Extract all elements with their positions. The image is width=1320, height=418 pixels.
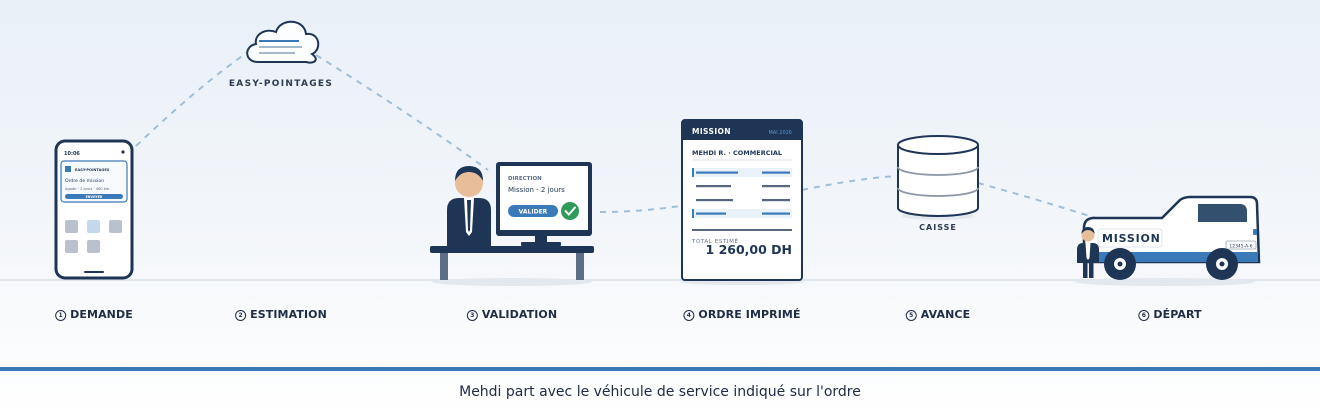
phone-app-name: EASY-POINTAGES (75, 168, 110, 172)
phone: 10:06 EASY-POINTAGES Ordre de mission Ag… (54, 139, 134, 280)
phone-send-label: ENVOYER (86, 195, 103, 199)
monitor-header: DIRECTION (508, 176, 542, 182)
monitor-subtitle: Mission - 2 jours (508, 186, 565, 194)
cloud-label: EASY-POINTAGES (229, 79, 333, 89)
progress-bar (0, 367, 1320, 371)
step-label: DEMANDE (70, 308, 133, 321)
cash-label: CAISSE (919, 223, 957, 232)
order-total-label: TOTAL ESTIMÉ (691, 237, 739, 245)
phone-app-grid (65, 220, 122, 253)
connection-path (135, 51, 1103, 221)
car-mission-label: MISSION (1102, 232, 1161, 245)
connector-cloud-desk (315, 54, 489, 171)
order-total: 1 260,00 DH (706, 242, 792, 257)
driver-person (1077, 227, 1099, 278)
phone-send-button[interactable] (65, 194, 123, 199)
order-date: MAI 2026 (768, 130, 792, 136)
check-icon (561, 202, 579, 220)
connector-phone-cloud (135, 51, 249, 147)
connector-desk-order (599, 205, 681, 213)
phone-card-meta: Agadir · 2 jours · 460 km (65, 187, 110, 191)
step-number: 2 (235, 310, 247, 321)
phone-card-title: Ordre de mission (65, 178, 104, 184)
caption: Mehdi part avec le véhicule de service i… (459, 384, 861, 400)
order-lines (692, 168, 792, 218)
printed-order: MISSION MAI 2026 MEHDI R. · COMMERCIAL T… (680, 119, 804, 285)
step-label: ORDRE IMPRIMÉ (698, 308, 801, 321)
step-label: ESTIMATION (250, 308, 327, 321)
car-window (1198, 204, 1247, 222)
service-vehicle: MISSION 12345-A-6 (1075, 195, 1261, 286)
step-number: 3 (466, 310, 478, 321)
validate-button[interactable] (508, 205, 558, 217)
step-label: AVANCE (920, 308, 971, 321)
step-number: 4 (683, 310, 695, 321)
cash-database-icon (897, 135, 979, 220)
step-number: 1 (55, 310, 67, 321)
manager-person (447, 166, 491, 248)
phone-time: 10:06 (64, 151, 80, 157)
step-label: VALIDATION (481, 308, 558, 321)
step-number: 5 (905, 310, 917, 321)
connector-order-cash (801, 175, 899, 191)
order-employee: MEHDI R. · COMMERCIAL (692, 149, 782, 157)
validate-button-label: VALIDER (519, 209, 548, 216)
cloud-icon (246, 20, 320, 64)
license-plate: 12345-A-6 (1229, 243, 1252, 249)
validation-desk: DIRECTION Mission - 2 jours VALIDER (430, 162, 594, 286)
phone-mission-card (60, 160, 128, 203)
order-title: MISSION (692, 127, 731, 136)
step-label: DÉPART (1153, 308, 1202, 321)
connector-cash-car (977, 182, 1103, 221)
desk-top (430, 246, 594, 253)
step-number: 6 (1138, 310, 1150, 321)
app-logo-icon (65, 166, 71, 172)
car-wheel-rear (1206, 248, 1238, 280)
car-wheel-front (1104, 248, 1136, 280)
